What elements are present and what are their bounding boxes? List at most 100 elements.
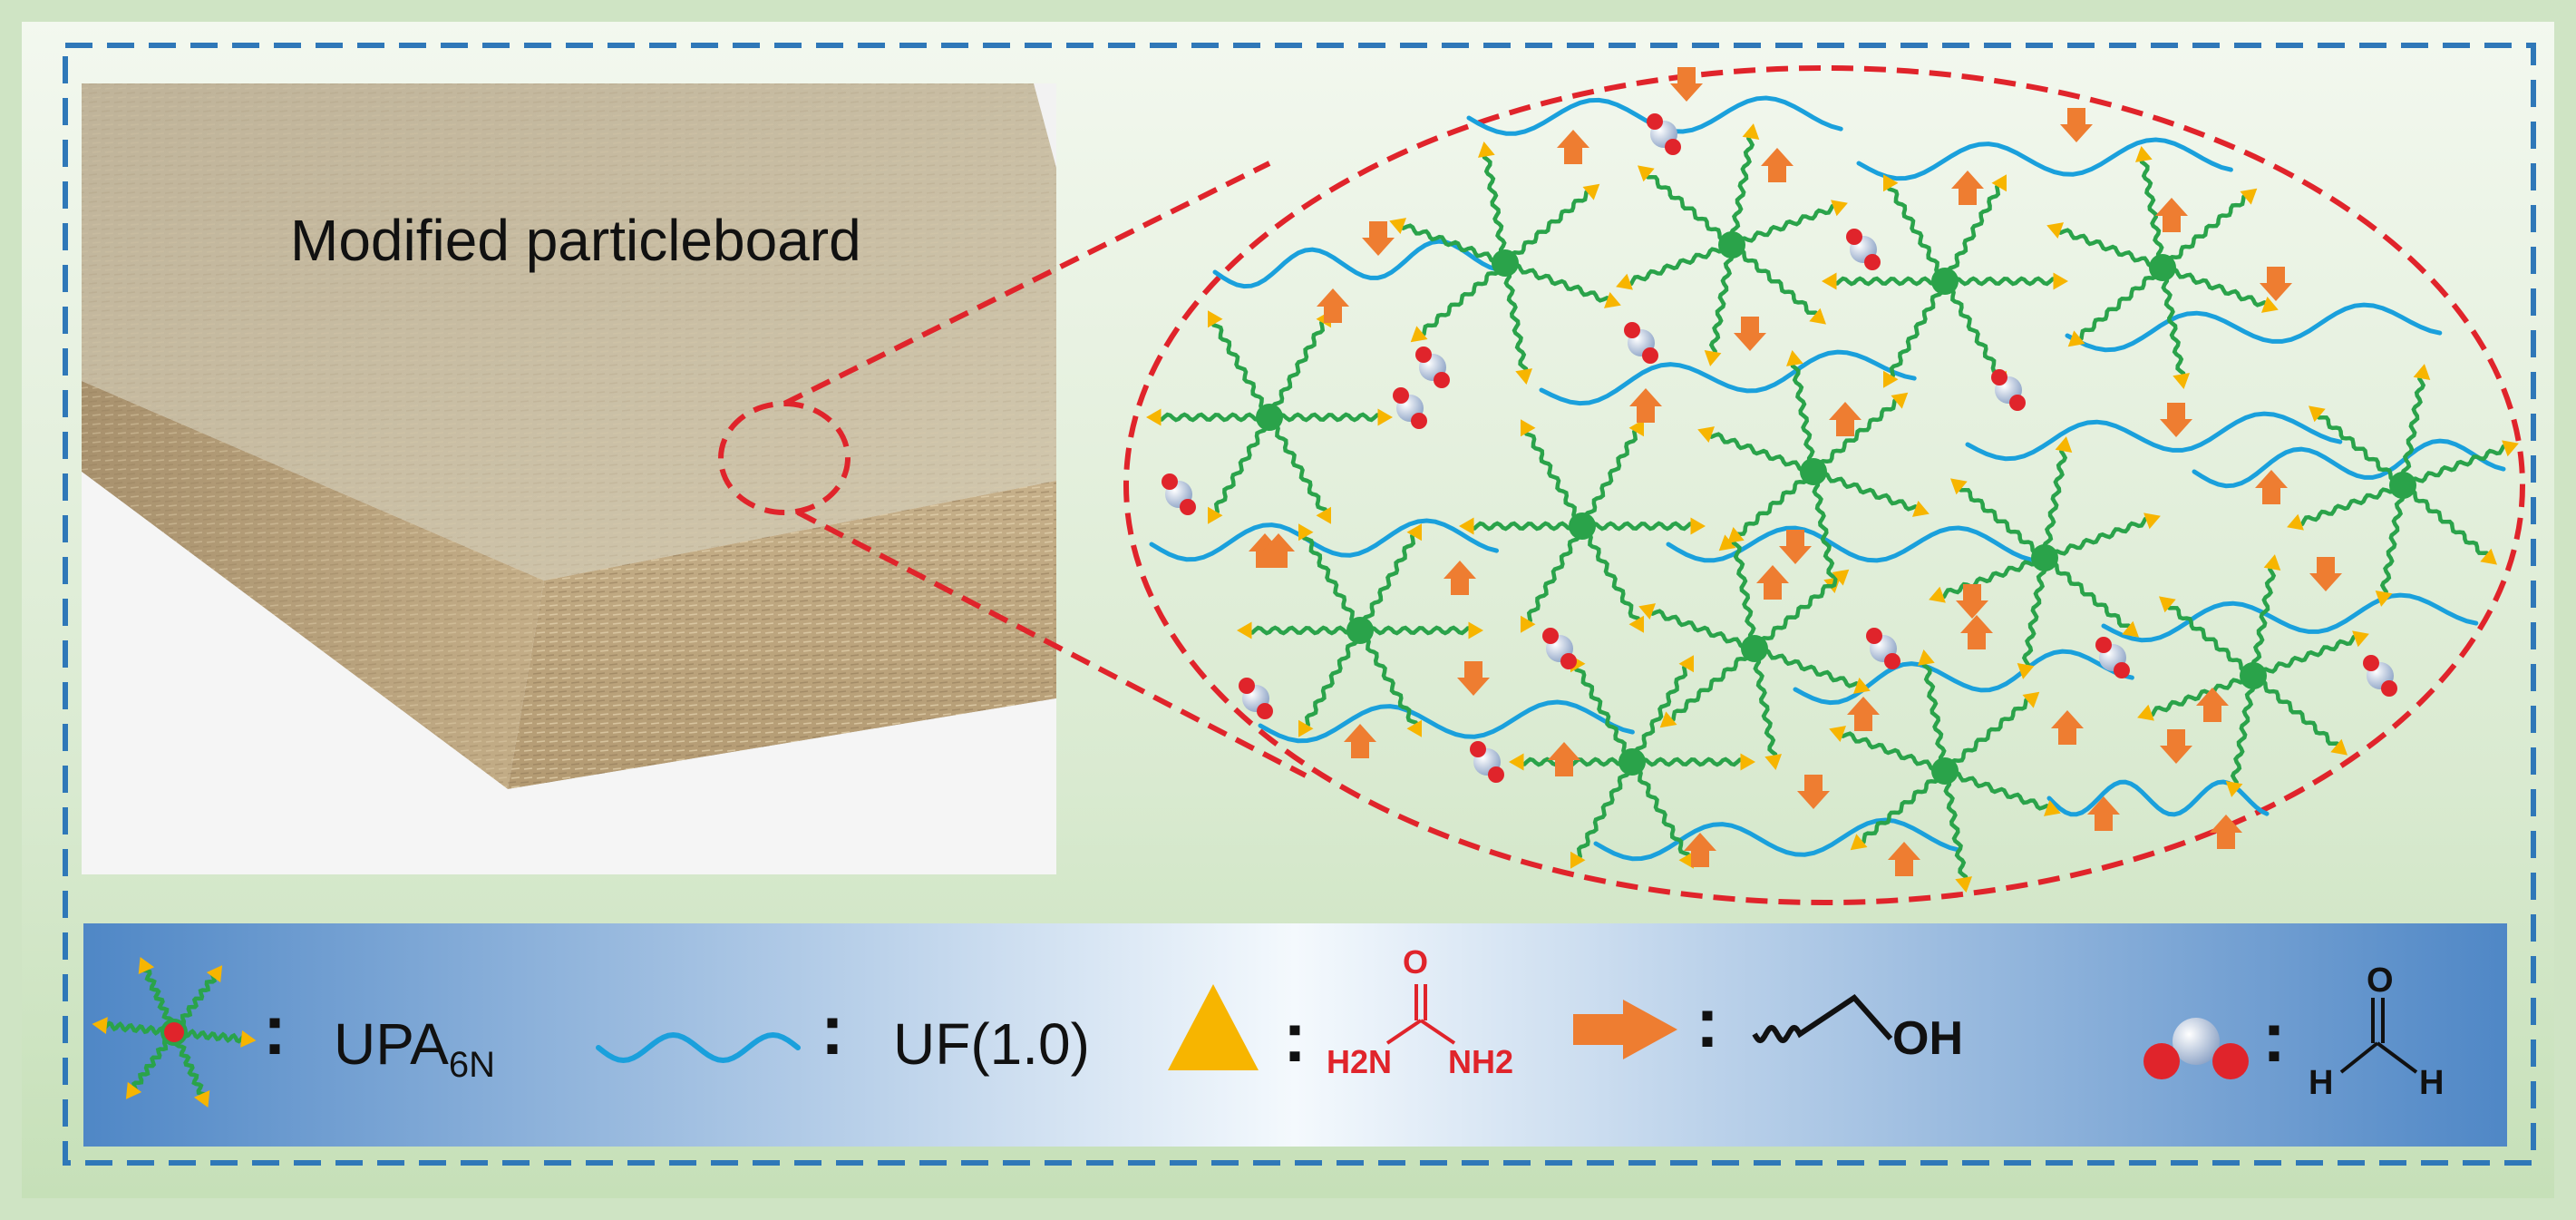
urea-end-triangle xyxy=(1459,517,1474,535)
formaldehyde-oxygen: O xyxy=(2367,961,2394,1000)
urea-end-triangle xyxy=(1237,621,1252,639)
urea-end-triangle xyxy=(1929,586,1946,603)
urea-end-triangle xyxy=(1786,350,1803,366)
upa-label: UPA6N xyxy=(334,1011,495,1085)
urea-end-triangle xyxy=(1582,183,1600,200)
upa-arm xyxy=(1210,318,1273,418)
upa-star xyxy=(1459,419,1706,633)
urea-end-triangle xyxy=(1616,273,1633,290)
upa-arm xyxy=(1937,554,2046,600)
urea-end-triangle xyxy=(193,1090,210,1108)
upa-arm xyxy=(1705,432,1815,473)
legend-colon: : xyxy=(1283,997,1307,1077)
upa-arm xyxy=(1154,412,1271,423)
urea-end-triangle xyxy=(2053,272,2068,290)
upa-star xyxy=(2137,554,2369,797)
hydroxyl-arrow xyxy=(1956,584,1988,619)
upa-arm xyxy=(1945,696,2032,774)
urea-end-triangle xyxy=(1521,419,1536,437)
upa-star xyxy=(1389,142,1621,385)
upa-arm xyxy=(2379,483,2406,599)
upa-center-dot xyxy=(164,1022,184,1042)
upa-arm xyxy=(1501,261,1530,376)
upa-arm xyxy=(1631,661,1690,765)
upa-arm xyxy=(2042,557,2134,631)
upa-arm xyxy=(1809,470,1838,585)
particleboard-label: Modified particleboard xyxy=(290,208,861,273)
urea-end-triangle xyxy=(1478,142,1495,158)
upa-arm xyxy=(2054,228,2164,269)
urea-oxygen: O xyxy=(1403,943,1429,981)
urea-end-triangle xyxy=(2022,691,2040,708)
upa-arm xyxy=(1728,132,1755,247)
urea-end-triangle xyxy=(1822,272,1837,290)
upa-arm xyxy=(1418,260,1505,338)
hydroxyl-arrow xyxy=(1670,67,1703,102)
urea-end-triangle xyxy=(1406,523,1422,542)
upa-arm xyxy=(1726,469,1813,547)
hydroxyl-arrow xyxy=(1761,148,1793,182)
upa-core xyxy=(2389,472,2416,499)
upa-arm xyxy=(1753,647,1863,688)
urea-end-triangle xyxy=(1298,523,1314,542)
urea-end-triangle xyxy=(1515,368,1532,385)
urea-end-triangle xyxy=(1704,350,1722,366)
formaldehyde-molecule xyxy=(1846,229,1881,270)
upa-star xyxy=(1616,123,1848,366)
urea-end-triangle xyxy=(2046,222,2064,239)
upa-star xyxy=(1697,350,1930,593)
urea-end-triangle xyxy=(1742,123,1760,140)
upa-core xyxy=(2031,544,2058,571)
upa-arm xyxy=(1574,759,1633,863)
upa-arm xyxy=(2145,672,2254,718)
legend-colon: : xyxy=(1696,982,1719,1062)
hydroxyl-arrow xyxy=(1684,833,1716,867)
upa-arm xyxy=(1730,535,1759,650)
urea-end-triangle xyxy=(2240,188,2258,205)
upa-arm xyxy=(1812,470,1922,512)
uf-chain xyxy=(1965,411,2343,462)
upa-core xyxy=(1741,635,1768,662)
urea-end-triangle xyxy=(1468,621,1483,639)
hydroxyl-arrow xyxy=(1779,530,1812,564)
urea-end-triangle xyxy=(1912,501,1930,517)
legend-graphics xyxy=(92,957,2418,1108)
upa-arm xyxy=(2158,266,2187,381)
hydroxyl-legend-arrow xyxy=(1573,1000,1677,1059)
hydroxyl-arrow xyxy=(1548,742,1580,776)
upa-arm xyxy=(1731,202,1840,249)
urea-end-triangle xyxy=(1678,851,1694,869)
formaldehyde-bond xyxy=(2376,1041,2418,1074)
formaldehyde-molecule xyxy=(2095,637,2130,678)
hydroxyl-arrow xyxy=(1960,615,1993,649)
hydroxyl-arrow xyxy=(1444,561,1476,595)
upa-arm xyxy=(1580,521,1697,532)
hydroxyl-arrow xyxy=(1344,724,1376,758)
formaldehyde-molecule xyxy=(1624,322,1658,364)
urea-bond xyxy=(1419,1019,1456,1045)
uf-chain xyxy=(1666,525,2034,563)
urea-end-triangle xyxy=(1950,478,1968,495)
upa-arm xyxy=(2164,602,2256,677)
urea-end-triangle xyxy=(1298,719,1314,737)
urea-end-triangle xyxy=(2287,513,2304,531)
uf-chain xyxy=(2065,302,2443,353)
uf-chain xyxy=(1856,137,2233,181)
urea-end-triangle xyxy=(1146,408,1162,426)
upa-core xyxy=(2240,662,2267,689)
urea-end-triangle xyxy=(2017,663,2035,679)
hydroxyl-arrow xyxy=(2087,796,2120,831)
urea-end-triangle xyxy=(240,1030,257,1048)
urea-end-triangle xyxy=(1628,615,1644,633)
upa-arm xyxy=(1300,532,1364,631)
urea-end-triangle xyxy=(1638,603,1656,620)
upa-star xyxy=(2046,146,2279,389)
hydroxyl-arrow xyxy=(1797,775,1830,809)
urea-end-triangle xyxy=(1891,392,1909,409)
urea-end-triangle xyxy=(2135,146,2153,162)
formaldehyde-legend-molecule xyxy=(2143,1018,2249,1079)
upa-core xyxy=(1800,458,1827,485)
uf-chain xyxy=(1258,699,1635,744)
uf-chain xyxy=(2192,438,2506,489)
